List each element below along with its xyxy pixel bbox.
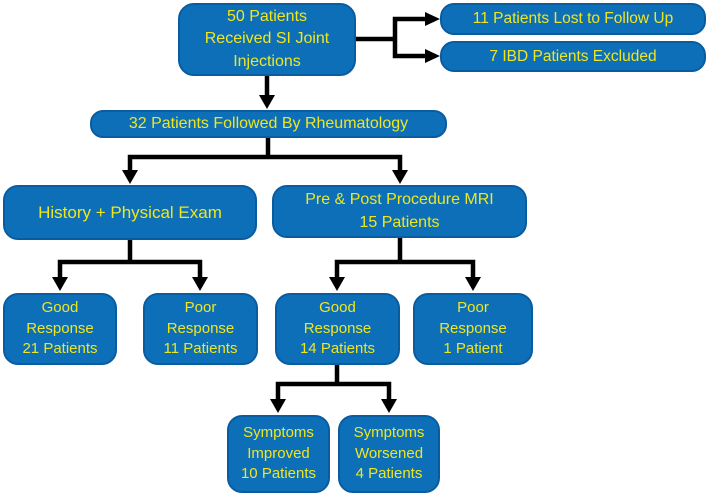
node-mri: Pre & Post Procedure MRI 15 Patients xyxy=(272,185,527,238)
node-history-exam-label: History + Physical Exam xyxy=(38,202,222,222)
node-good-response-14: Good Response 14 Patients xyxy=(275,293,400,365)
connector-si-to-rheumatology xyxy=(259,73,275,109)
node-symptoms-improved: Symptoms Improved 10 Patients xyxy=(227,415,330,493)
node-history-exam: History + Physical Exam xyxy=(3,185,257,240)
node-good-response-14-label: Good Response 14 Patients xyxy=(299,298,376,358)
node-ibd-excluded-label: 7 IBD Patients Excluded xyxy=(489,47,657,65)
connector-good14-split xyxy=(270,362,397,413)
connector-rheumatology-split xyxy=(122,135,408,184)
connector-mri-split xyxy=(329,235,481,291)
node-lost-followup-label: 11 Patients Lost to Follow Up xyxy=(472,10,674,28)
node-mri-label: Pre & Post Procedure MRI 15 Patients xyxy=(305,191,494,231)
node-ibd-excluded: 7 IBD Patients Excluded xyxy=(440,41,706,72)
node-lost-followup: 11 Patients Lost to Follow Up xyxy=(440,3,706,35)
node-poor-response-11-label: Poor Response 11 Patients xyxy=(163,298,238,358)
node-poor-response-1-label: Poor Response 1 Patient xyxy=(439,298,507,358)
connector-si-to-exclusions xyxy=(353,12,440,63)
node-poor-response-1: Poor Response 1 Patient xyxy=(413,293,533,365)
connector-history-split xyxy=(52,237,208,291)
node-symptoms-worsened-label: Symptoms Worsened 4 Patients xyxy=(353,423,425,483)
node-symptoms-worsened: Symptoms Worsened 4 Patients xyxy=(338,415,440,493)
node-si-injections-label: 50 Patients Received SI Joint Injections xyxy=(204,8,330,70)
node-rheumatology-label: 32 Patients Followed By Rheumatology xyxy=(128,114,409,132)
node-rheumatology: 32 Patients Followed By Rheumatology xyxy=(90,110,447,138)
node-good-response-21-label: Good Response 21 Patients xyxy=(22,298,98,358)
node-symptoms-improved-label: Symptoms Improved 10 Patients xyxy=(240,423,317,483)
node-poor-response-11: Poor Response 11 Patients xyxy=(143,293,258,365)
node-si-injections: 50 Patients Received SI Joint Injections xyxy=(178,3,356,76)
node-good-response-21: Good Response 21 Patients xyxy=(3,293,117,365)
